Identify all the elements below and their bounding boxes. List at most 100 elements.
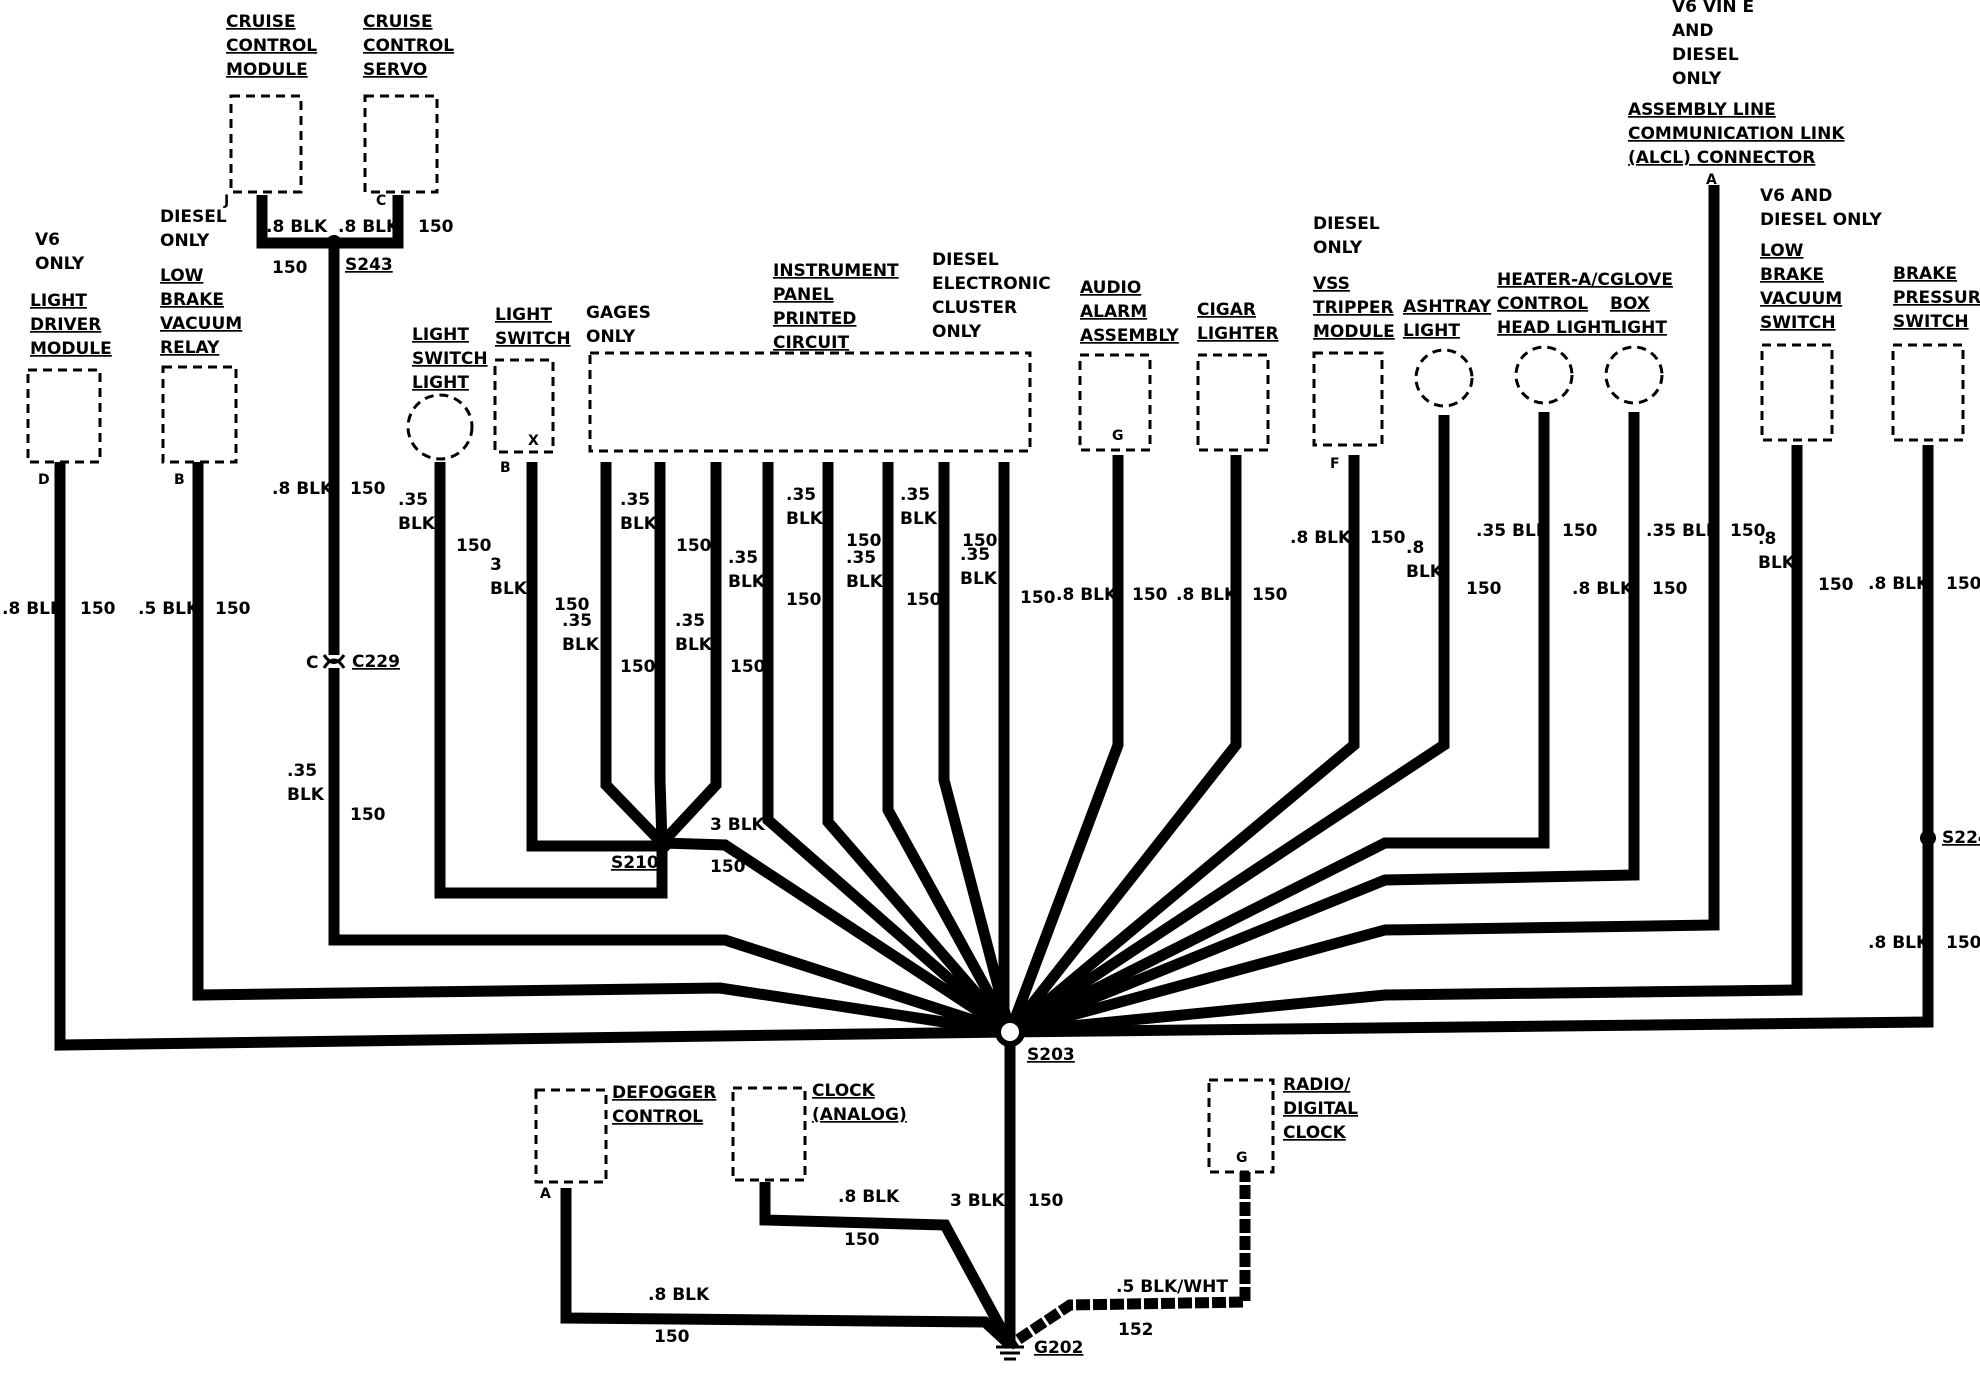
alcl-connector-title-line: ASSEMBLY LINE	[1628, 100, 1776, 120]
w-light-switch-color-label: BLK	[490, 579, 528, 599]
light-driver-module-title-line: DRIVER	[30, 315, 101, 335]
vss-tripper-module-title-line: VSS	[1313, 274, 1350, 294]
radio-digital-clock-pin-letter: G	[1236, 1150, 1248, 1166]
defogger-control-title-line: CONTROL	[612, 1107, 703, 1127]
wire-ipc-7	[938, 462, 1016, 1034]
wire-ipc-6	[882, 462, 1015, 1035]
brake-pressure-switch-box	[1891, 343, 1965, 442]
heater-ac-control-head-light-title-line: HEATER-A/C	[1497, 270, 1610, 290]
instrument-panel-printed-circuit-title-line: INSTRUMENT	[773, 261, 899, 281]
w-cigar-size-label: .8 BLK	[1176, 585, 1238, 605]
w-glove-circuit-label: 150	[1652, 579, 1688, 599]
w-alcl-circuit-label: 150	[1730, 521, 1766, 541]
w-radio-circuit-label: 152	[1118, 1320, 1154, 1340]
low-brake-vacuum-relay-option-note: DIESEL	[160, 207, 227, 227]
ground-g202-icon	[996, 1345, 1024, 1361]
w-brake-press-circuit-label: 150	[1946, 574, 1980, 594]
light-switch-light-title-line: LIGHT	[412, 325, 469, 345]
w-defogger-size-label: .8 BLK	[648, 1285, 710, 1305]
cigar-lighter-title-line: CIGAR	[1197, 300, 1256, 320]
light-switch-light-title-line: SWITCH	[412, 349, 488, 369]
w-c229-down-color-label: BLK	[287, 785, 325, 805]
connector-c229-pin: C	[306, 653, 318, 673]
w-ipc3-size-label: .35	[675, 611, 705, 631]
w-ashtray-color-label: BLK	[1406, 562, 1444, 582]
cruise-control-servo-box	[363, 94, 439, 194]
wire-audio-alarm	[1004, 455, 1124, 1034]
w-heater-circuit-label: 150	[1562, 521, 1598, 541]
w-ipc3-color-label: BLK	[675, 635, 713, 655]
w-switch-light-circuit-label: 150	[456, 536, 492, 556]
wire-c229-to-s203	[328, 668, 1012, 1038]
cruise-control-module-title-line: MODULE	[226, 60, 308, 80]
light-driver-module-box	[26, 368, 102, 464]
light-driver-module-option-note: V6	[35, 230, 60, 250]
light-driver-module-option-note: ONLY	[35, 254, 85, 274]
cigar-lighter-box	[1196, 353, 1270, 452]
radio-digital-clock-title-line: RADIO/	[1283, 1075, 1351, 1095]
cruise-control-servo-title-line: SERVO	[363, 60, 427, 80]
light-switch-light-bulb	[406, 393, 474, 461]
wire-light-switch	[526, 462, 662, 852]
clock-analog-title-line: (ANALOG)	[812, 1105, 907, 1125]
vss-tripper-module-pin-letter: F	[1330, 456, 1340, 472]
w-ipc8-circuit-label: 150	[1020, 588, 1056, 608]
cruise-control-module-title-line: CONTROL	[226, 36, 317, 56]
heater-ac-control-head-light-title-line: CONTROL	[1497, 294, 1588, 314]
splice-s210-label: S210	[611, 853, 659, 873]
light-switch-box	[493, 358, 555, 454]
w-audio-size-label: .8 BLK	[1056, 585, 1118, 605]
w-ipc4-size-label: .35	[728, 548, 758, 568]
w-s224-down-size-label: .8 BLK	[1868, 933, 1930, 953]
instrument-panel-box	[588, 351, 1032, 453]
light-switch-light-title-line: LIGHT	[412, 373, 469, 393]
alcl-connector-pin-letter: A	[1706, 172, 1717, 188]
light-switch-pin-letter: X	[528, 433, 539, 449]
ashtray-light-bulb	[1414, 348, 1474, 408]
w-vac-switch-size-label: .8	[1758, 529, 1776, 549]
w-audio-circuit-label: 150	[1132, 585, 1168, 605]
vss-tripper-module-title-line: TRIPPER	[1313, 298, 1394, 318]
w-vss-circuit-label: 150	[1370, 528, 1406, 548]
audio-alarm-assembly-title-line: ALARM	[1080, 302, 1147, 322]
audio-alarm-assembly-title-line: AUDIO	[1080, 278, 1141, 298]
brake-pressure-switch-title-line: BRAKE	[1893, 264, 1957, 284]
w-ashtray-circuit-label: 150	[1466, 579, 1502, 599]
w-ipc2-size-label: .35	[620, 490, 650, 510]
splice-s203-label: S203	[1027, 1045, 1075, 1065]
w-ipc8-size-label: .35	[960, 545, 990, 565]
low-brake-vacuum-switch-title-line: LOW	[1760, 241, 1804, 261]
alcl-connector-option-note: V6 VIN E	[1672, 0, 1754, 17]
vss-tripper-module-option-note: DIESEL	[1313, 214, 1380, 234]
w-vss-size-label: .8 BLK	[1290, 528, 1352, 548]
light-switch-title-line: SWITCH	[495, 329, 571, 349]
glove-box-light-bulb	[1604, 345, 1664, 405]
low-brake-vacuum-relay-pin-letter: B	[174, 472, 185, 488]
wire-cigar-lighter	[1005, 455, 1242, 1036]
low-brake-vacuum-switch-title-line: VACUUM	[1760, 289, 1842, 309]
cruise-control-module-box	[229, 94, 303, 194]
vss-tripper-box	[1312, 351, 1384, 447]
glove-box-light-title-line: LIGHT	[1610, 318, 1667, 338]
w-light-switch-circuit-label: 150	[554, 595, 590, 615]
w-ipc3-circuit-label: 150	[730, 657, 766, 677]
w-switch-light-size-label: .35	[398, 490, 428, 510]
radio-digital-clock-title-line: CLOCK	[1283, 1123, 1347, 1143]
connector-c229-symbol	[322, 654, 346, 669]
cruise-control-servo-title-line: CONTROL	[363, 36, 454, 56]
wire-cruise-servo	[334, 195, 404, 249]
low-brake-vacuum-relay-title-line: BRAKE	[160, 290, 224, 310]
components	[26, 94, 1965, 1184]
w-cruise-mod-circuit-label: 150	[272, 258, 308, 278]
low-brake-vacuum-relay-option-note: ONLY	[160, 231, 210, 251]
w-relay-circuit-label: 150	[215, 599, 251, 619]
instrument-panel-printed-circuit-option-note: DIESEL	[932, 250, 999, 270]
w-s243-down-circuit-label: 150	[350, 479, 386, 499]
w-ipc7-size-label: .35	[900, 485, 930, 505]
ground-g202-label: G202	[1034, 1338, 1083, 1358]
splice-s224-label: S224	[1942, 828, 1980, 848]
instrument-panel-printed-circuit-title-line: CIRCUIT	[773, 333, 849, 353]
wire-ipc-4	[762, 462, 1014, 1037]
w-ipc6-color-label: BLK	[846, 572, 884, 592]
